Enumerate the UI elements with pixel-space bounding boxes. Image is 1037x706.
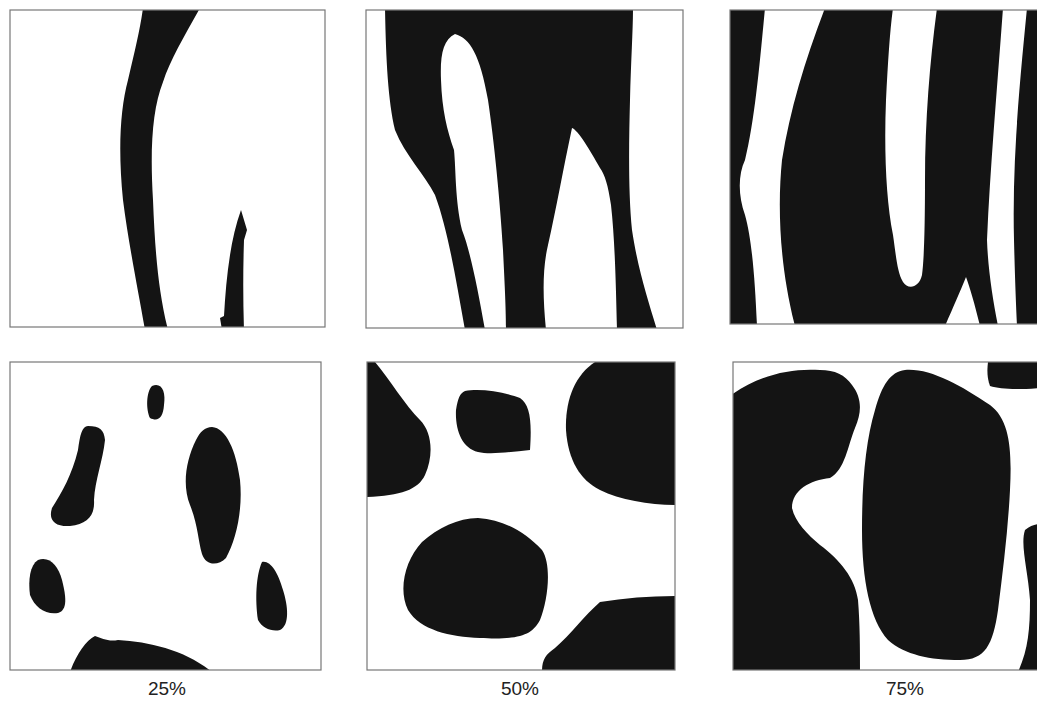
panel-frame xyxy=(367,362,675,670)
stripe-pattern xyxy=(366,10,683,328)
percentage-label: 50% xyxy=(501,678,539,700)
spot-pattern xyxy=(733,362,1037,670)
panel-frame xyxy=(366,10,683,328)
percentage-label: 75% xyxy=(886,678,924,700)
stripe-pattern xyxy=(120,10,247,327)
panel-frame xyxy=(730,10,1037,324)
panel-frame xyxy=(10,10,325,327)
panel-frame xyxy=(10,362,321,670)
stripe-pattern xyxy=(730,10,1037,324)
panel-frame xyxy=(733,362,1037,670)
spot-pattern xyxy=(367,362,675,670)
percentage-label: 25% xyxy=(148,678,186,700)
spot-pattern xyxy=(29,385,287,670)
